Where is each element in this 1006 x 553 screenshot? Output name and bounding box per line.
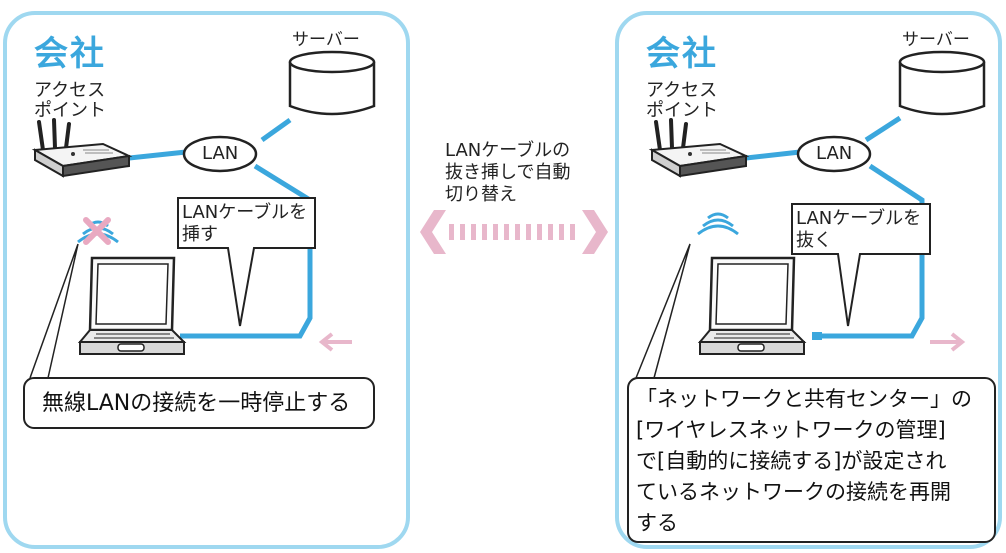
left-lan-ellipse — [182, 135, 258, 173]
left-cable-lan-laptop — [180, 163, 313, 339]
right-callout-line1: 「ネットワークと共有センター」の — [636, 387, 972, 411]
left-callout-box — [23, 377, 375, 429]
left-arrow-icon — [318, 332, 352, 352]
middle-text-line2: 抜き挿しで自動 — [445, 162, 571, 183]
left-panel-title: 会社 — [34, 34, 106, 74]
left-ap-label-line1: アクセス — [34, 80, 106, 101]
left-cable-server-lan — [260, 117, 292, 143]
left-x-mark-icon — [83, 217, 111, 245]
right-callout-line2: [ワイヤレスネットワークの管理] — [636, 418, 946, 442]
left-callout-text: 無線LANの接続を一時停止する — [42, 391, 351, 416]
right-lan-ellipse — [796, 135, 872, 173]
right-panel-frame — [615, 11, 1002, 549]
left-speech-bubble — [177, 197, 316, 327]
left-panel-frame — [3, 11, 410, 549]
right-server-label: サーバー — [902, 30, 970, 50]
right-server-icon — [898, 50, 986, 116]
middle-text-line3: 切り替え — [445, 184, 517, 205]
right-panel-title: 会社 — [646, 34, 718, 74]
left-bubble-line1: LANケーブルを — [182, 202, 308, 223]
right-callout-line5: する — [636, 511, 678, 535]
right-speech-bubble — [791, 203, 931, 327]
left-bubble-line2: 挿す — [182, 224, 218, 245]
left-lan-label: LAN — [202, 143, 239, 164]
right-callout-line4: ているネットワークの接続を再開 — [636, 480, 951, 504]
middle-text-line1: LANケーブルの — [445, 140, 571, 161]
left-laptop-icon — [78, 256, 186, 356]
right-access-point-icon — [650, 118, 748, 178]
right-laptop-icon — [698, 256, 806, 356]
right-ap-label-line1: アクセス — [646, 80, 718, 101]
right-cable-plug — [812, 332, 822, 340]
right-callout-box — [627, 377, 996, 543]
right-ap-label-line2: ポイント — [646, 100, 718, 121]
left-access-point-icon — [33, 118, 131, 178]
right-callout-line3: で[自動的に接続する]が設定され — [636, 449, 947, 473]
right-callout-pointer — [635, 243, 691, 379]
bidirectional-arrow-icon — [420, 210, 608, 254]
right-cable-server-lan — [864, 115, 902, 143]
left-callout-pointer — [29, 243, 79, 379]
left-server-label: サーバー — [292, 30, 360, 50]
right-bubble-line1: LANケーブルを — [796, 208, 922, 229]
right-arrow-icon — [930, 332, 966, 352]
right-bubble-line2: 抜く — [796, 230, 832, 251]
left-server-icon — [288, 50, 376, 116]
right-wifi-icon — [696, 212, 740, 236]
right-cable-lan-plug — [820, 163, 925, 339]
right-lan-label: LAN — [816, 143, 853, 164]
left-ap-label-line2: ポイント — [34, 100, 106, 121]
